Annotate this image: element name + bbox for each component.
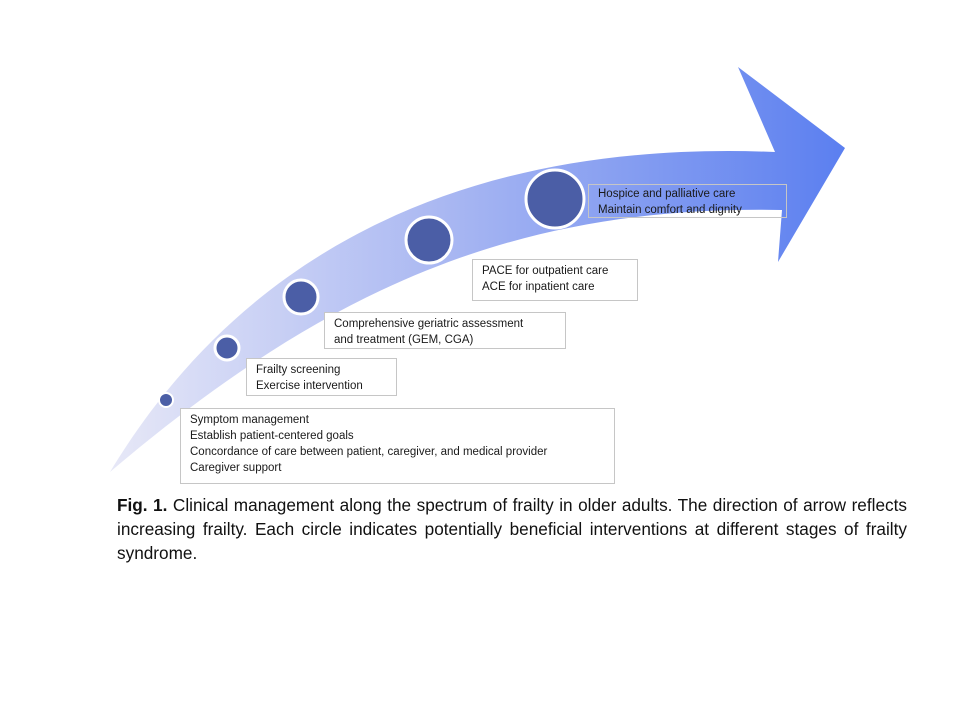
stage-box-pace-ace: PACE for outpatient care ACE for inpatie… <box>472 259 638 301</box>
stage-line: PACE for outpatient care <box>482 265 609 277</box>
stage-line: Hospice and palliative care <box>598 188 736 200</box>
stage-line: Frailty screening <box>256 364 341 376</box>
stage-circle <box>213 334 241 362</box>
stage-line: Comprehensive geriatric assessment <box>334 318 524 330</box>
stage-box-hospice: Hospice and palliative care Maintain com… <box>588 184 787 218</box>
stage-box-frailty-screening: Frailty screening Exercise intervention <box>246 358 397 396</box>
stage-circle <box>524 168 586 230</box>
stage-circle <box>282 278 320 316</box>
stage-line: Caregiver support <box>190 462 282 474</box>
stage-line: and treatment (GEM, CGA) <box>334 334 474 346</box>
stage-line: Exercise intervention <box>256 380 363 392</box>
stage-line: Maintain comfort and dignity <box>598 204 742 216</box>
stage-box-geriatric-assessment: Comprehensive geriatric assessment and t… <box>324 312 566 349</box>
stage-circle <box>404 215 454 265</box>
stage-line: Establish patient-centered goals <box>190 430 354 442</box>
stage-line: Concordance of care between patient, car… <box>190 446 548 458</box>
stage-line: ACE for inpatient care <box>482 281 595 293</box>
figure-caption: Fig. 1. Clinical management along the sp… <box>117 493 907 565</box>
stage-box-symptom-management: Symptom management Establish patient-cen… <box>180 408 615 484</box>
stage-circle <box>158 392 174 408</box>
stage-circles <box>158 168 586 408</box>
frailty-arrow <box>110 67 845 472</box>
figure-label: Fig. 1. <box>117 495 168 515</box>
stage-line: Symptom management <box>190 414 309 426</box>
caption-text: Clinical management along the spectrum o… <box>117 495 907 563</box>
